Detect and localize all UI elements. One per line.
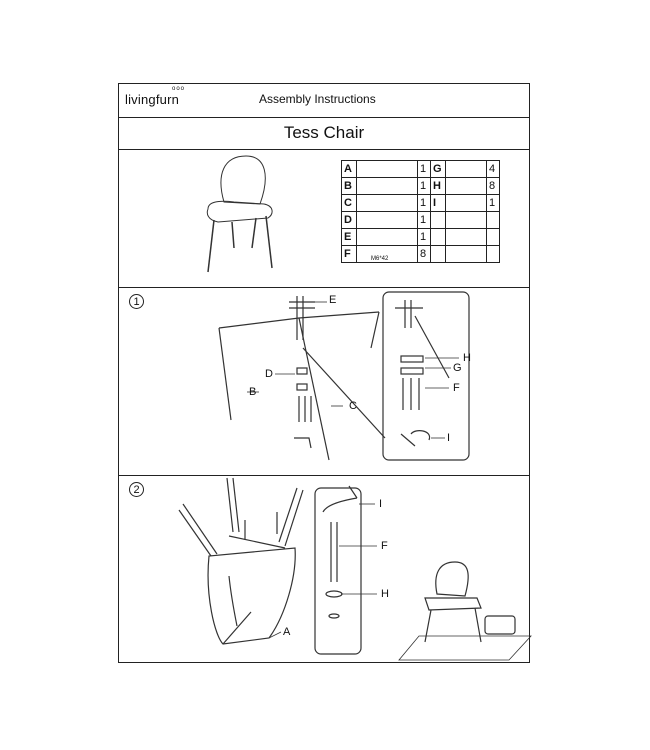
- part-image-2: [445, 245, 487, 263]
- part-image: [356, 211, 418, 229]
- step-1-label-h: H: [463, 352, 471, 364]
- step-2-label-h: H: [381, 588, 389, 600]
- step-1-number: 1: [129, 294, 144, 309]
- part-qty: 1: [417, 228, 431, 246]
- part-key-2: [430, 211, 446, 229]
- step-2-label-f: F: [381, 540, 388, 552]
- part-key: C: [341, 194, 357, 212]
- step-1-label-i: I: [447, 432, 451, 444]
- part-image-2: [445, 228, 487, 246]
- part-qty-2: 4: [486, 160, 500, 178]
- step-1-frame-diagram: [218, 291, 470, 461]
- part-qty: 1: [417, 177, 431, 195]
- step-2-label-a: A: [283, 626, 291, 638]
- part-qty: 8: [417, 245, 431, 263]
- part-key-2: [430, 228, 446, 246]
- part-qty: 1: [417, 194, 431, 212]
- part-image-2: [445, 211, 487, 229]
- step-2-chair-assembly-diagram: [178, 477, 532, 661]
- header-row: livingfurn ooo Assembly Instructions: [119, 84, 529, 118]
- part-image: [356, 228, 418, 246]
- part-qty-2: [486, 211, 500, 229]
- part-key: D: [341, 211, 357, 229]
- part-image-2: [445, 194, 487, 212]
- part-key: E: [341, 228, 357, 246]
- part-key-2: G: [430, 160, 446, 178]
- part-qty: 1: [417, 160, 431, 178]
- product-name: Tess Chair: [283, 123, 365, 142]
- step-1-label-d: D: [265, 368, 273, 380]
- instruction-sheet: livingfurn ooo Assembly Instructions Tes…: [118, 83, 532, 663]
- part-qty-2: 1: [486, 194, 500, 212]
- document-title: Assembly Instructions: [259, 92, 376, 106]
- part-key-2: [430, 245, 446, 263]
- part-image: [356, 194, 418, 212]
- product-title-row: Tess Chair: [119, 118, 529, 150]
- part-image-2: [445, 177, 487, 195]
- part-qty-2: 8: [486, 177, 500, 195]
- part-qty-2: [486, 245, 500, 263]
- part-qty: 1: [417, 211, 431, 229]
- parts-row-item: F M6*42 8: [341, 245, 500, 263]
- part-key: A: [341, 160, 357, 178]
- part-key: F: [341, 245, 357, 263]
- step-1-label-f: F: [453, 382, 460, 394]
- step-1-row: 1: [119, 288, 529, 476]
- part-image-2: [445, 160, 487, 178]
- part-image: [356, 160, 418, 178]
- chair-illustration: [206, 155, 273, 273]
- step-2-label-i: I: [379, 498, 383, 510]
- part-image: M6*42: [356, 245, 418, 263]
- brand-logo-dots: ooo: [172, 86, 186, 92]
- step-1-label-c: C: [349, 400, 357, 412]
- step-1-label-g: G: [453, 362, 462, 374]
- part-image: [356, 177, 418, 195]
- part-key-2: H: [430, 177, 446, 195]
- part-qty-2: [486, 228, 500, 246]
- brand-logo: livingfurn: [125, 92, 180, 107]
- part-key-2: I: [430, 194, 446, 212]
- step-1-label-b: B: [249, 386, 257, 398]
- step-1-label-e: E: [329, 294, 337, 306]
- step-2-number: 2: [129, 482, 144, 497]
- step-2-row: 2: [119, 476, 532, 662]
- part-key: B: [341, 177, 357, 195]
- bolt-spec-label: M6*42: [371, 256, 389, 262]
